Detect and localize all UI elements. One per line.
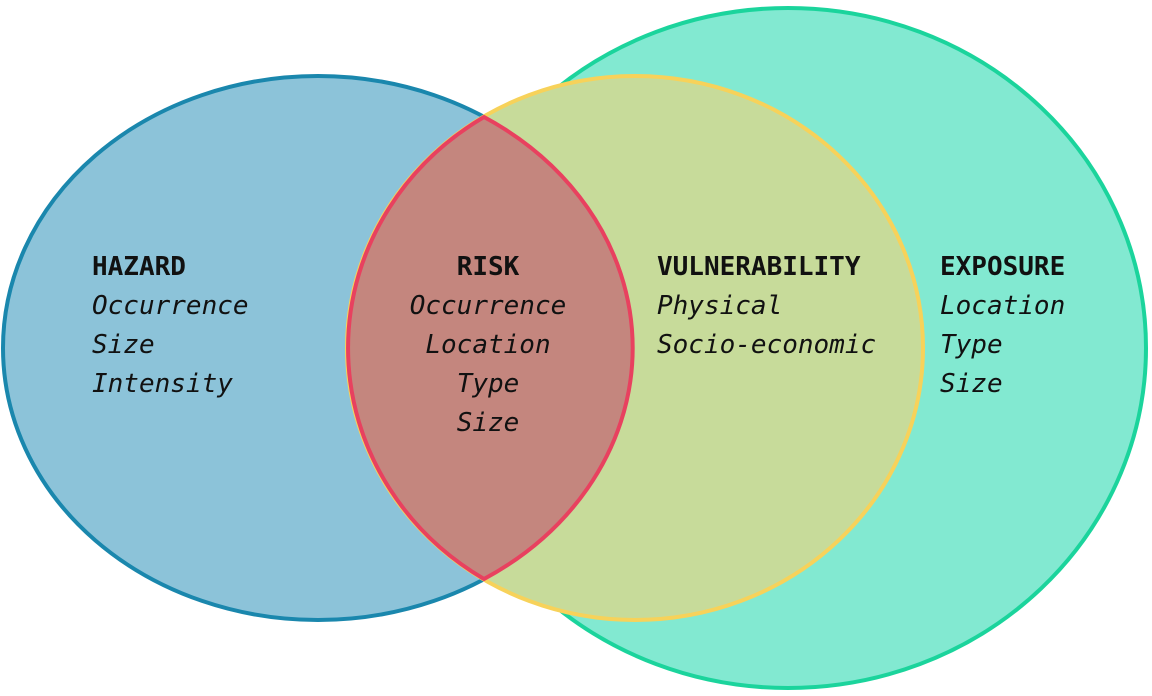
exposure-label-group: EXPOSURE Location Type Size: [940, 248, 1065, 404]
risk-lens: [347, 76, 633, 620]
risk-item-type: Type: [456, 369, 520, 399]
hazard-title: HAZARD: [92, 252, 186, 282]
risk-item-location: Location: [425, 330, 551, 360]
exposure-title: EXPOSURE: [940, 252, 1066, 282]
vulnerability-item-physical: Physical: [657, 291, 783, 321]
vulnerability-item-socio-economic: Socio-economic: [657, 330, 877, 360]
hazard-label-group: HAZARD Occurrence Size Intensity: [92, 248, 249, 404]
vulnerability-title: VULNERABILITY: [657, 252, 861, 282]
risk-item-occurrence: Occurrence: [409, 291, 567, 321]
risk-item-size: Size: [456, 408, 520, 438]
hazard-item-intensity: Intensity: [92, 369, 233, 399]
risk-title: RISK: [456, 252, 520, 282]
exposure-item-type: Type: [940, 330, 1003, 360]
vulnerability-label-group: VULNERABILITY Physical Socio-economic: [657, 248, 876, 365]
hazard-item-size: Size: [92, 330, 155, 360]
risk-label-group: RISK Occurrence Location Type Size: [388, 248, 588, 443]
exposure-item-location: Location: [940, 291, 1066, 321]
risk-lens-outline: [346, 114, 635, 582]
hazard-item-occurrence: Occurrence: [92, 291, 249, 321]
exposure-item-size: Size: [940, 369, 1003, 399]
